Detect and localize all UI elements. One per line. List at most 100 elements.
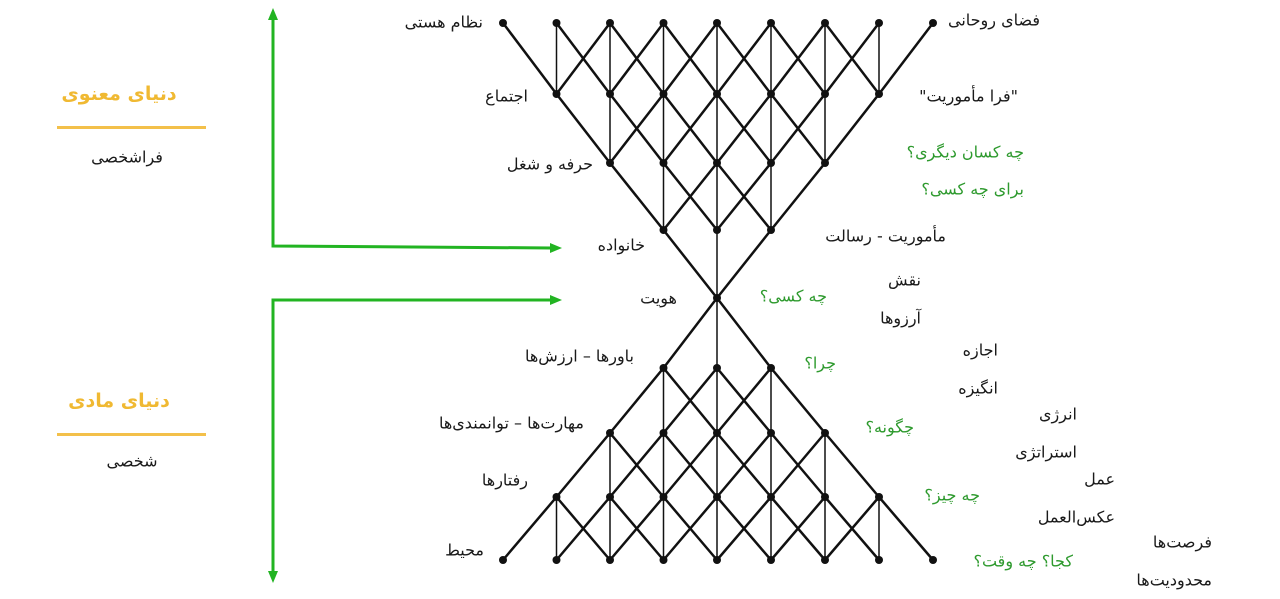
arrow-right-head-upper xyxy=(550,243,562,253)
lattice-node xyxy=(767,493,775,501)
lattice-node xyxy=(713,429,721,437)
spiritual-divider xyxy=(57,126,206,129)
bottom-diagonal xyxy=(770,367,826,434)
top-diagonal xyxy=(770,22,826,95)
material-world-heading: دنیای مادی xyxy=(68,390,170,412)
bottom-diagonal xyxy=(662,432,718,498)
top-diagonal xyxy=(716,22,772,95)
lattice-node xyxy=(713,556,721,564)
lattice-node xyxy=(659,364,668,372)
bottom-diagonal xyxy=(770,496,826,561)
green-arrows xyxy=(268,8,562,583)
arrow-right-head-lower xyxy=(550,295,562,305)
bottom-diagonal xyxy=(716,297,772,369)
label-limitations: محدودیت‌ها xyxy=(1136,570,1212,590)
lattice-node xyxy=(552,556,561,564)
lattice-node xyxy=(606,556,614,564)
lattice-node xyxy=(606,90,614,98)
top-diagonal xyxy=(716,229,772,299)
bottom-diagonal xyxy=(555,496,611,561)
bottom-diagonal xyxy=(824,432,880,498)
lattice-node xyxy=(875,556,883,564)
lattice-node xyxy=(767,556,775,564)
upper-arrow-path xyxy=(271,18,553,250)
spiritual-world-heading: دنیای معنوی xyxy=(61,83,177,105)
lattice-node xyxy=(713,226,721,234)
material-divider xyxy=(57,433,206,436)
bottom-diagonal xyxy=(770,432,826,498)
label-permission: اجازه xyxy=(962,340,998,360)
lattice-node xyxy=(821,556,829,564)
label-spiritual-space: فضای روحانی xyxy=(947,10,1040,30)
label-role: نقش xyxy=(888,270,921,290)
label-motivation: انگیزه xyxy=(958,378,998,398)
top-diagonal xyxy=(555,22,611,95)
lattice-node xyxy=(713,159,721,167)
bottom-diagonal xyxy=(716,496,772,561)
top-diagonal xyxy=(555,93,611,164)
lattice-node xyxy=(713,364,721,372)
top-diagonal xyxy=(716,162,772,231)
transpersonal-label: فراشخصی xyxy=(91,147,163,167)
lower-arrow-path xyxy=(271,298,552,572)
bottom-diagonal xyxy=(609,432,665,498)
top-diagonal xyxy=(609,22,665,95)
lattice-node xyxy=(821,90,829,98)
lattice-node xyxy=(659,19,668,27)
top-diagonal xyxy=(662,22,718,95)
lattice-node xyxy=(767,159,775,167)
question-how: چگونه؟ xyxy=(865,417,914,437)
top-diagonal xyxy=(609,162,665,231)
lattice-node xyxy=(929,19,937,27)
bottom-diagonal xyxy=(662,496,718,561)
label-action: عمل xyxy=(1084,469,1115,489)
question-who-else: چه کسان دیگری؟ xyxy=(906,142,1024,162)
level-profession: حرفه و شغل xyxy=(506,154,593,174)
label-opportunities: فرصت‌ها xyxy=(1152,532,1212,552)
lattice-lines xyxy=(499,19,937,564)
label-strategy: استراتژی xyxy=(1015,442,1077,462)
top-diagonal xyxy=(824,22,880,95)
lattice-node xyxy=(659,493,668,501)
lattice-node xyxy=(659,159,668,167)
label-reaction: عکس‌العمل xyxy=(1037,507,1115,527)
top-diagonal xyxy=(716,93,772,164)
top-diagonal xyxy=(662,93,718,164)
level-behaviors: رفتارها xyxy=(481,470,528,490)
lattice-node xyxy=(767,226,775,234)
top-diagonal xyxy=(878,22,934,95)
level-skills: مهارت‌ها – توانمندی‌ها xyxy=(438,413,584,433)
question-who: چه کسی؟ xyxy=(759,286,827,306)
level-beliefs: باورها – ارزش‌ها xyxy=(524,346,634,366)
lattice-node xyxy=(713,90,721,98)
lattice-node xyxy=(767,19,775,27)
lattice-node xyxy=(875,19,883,27)
level-society: اجتماع xyxy=(485,86,528,106)
bottom-diagonal xyxy=(824,496,880,561)
lattice-node xyxy=(606,159,614,167)
top-diagonal xyxy=(609,93,665,164)
lattice-node xyxy=(659,556,668,564)
level-family: خانواده xyxy=(597,235,645,255)
bottom-diagonal xyxy=(609,496,665,561)
lattice-node xyxy=(606,493,614,501)
level-existence: نظام هستی xyxy=(404,12,483,32)
lattice-node xyxy=(875,493,883,501)
label-energy: انرژی xyxy=(1039,404,1077,424)
question-why: چرا؟ xyxy=(804,353,836,373)
lattice-node xyxy=(606,19,614,27)
bottom-diagonal xyxy=(609,367,665,434)
lattice-node xyxy=(767,90,775,98)
arrow-up-head xyxy=(268,8,278,20)
bottom-diagonal xyxy=(662,367,718,434)
lattice-node xyxy=(713,493,721,501)
level-identity: هویت xyxy=(640,288,677,308)
question-what: چه چیز؟ xyxy=(924,485,980,505)
lattice-node xyxy=(552,493,561,501)
label-meta-mission: "فرا مأموریت" xyxy=(919,86,1018,106)
lattice-node xyxy=(875,90,883,98)
lattice-node xyxy=(552,90,561,98)
question-for-whom: برای چه کسی؟ xyxy=(921,179,1024,199)
